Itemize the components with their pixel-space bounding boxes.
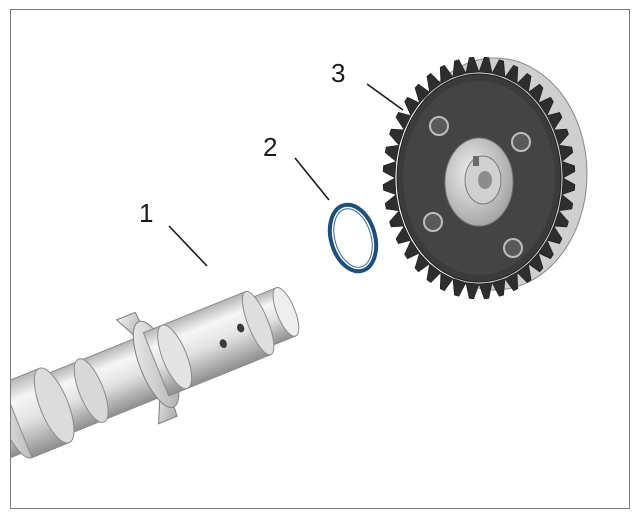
sprocket-tooth [527,252,544,273]
sprocket-tooth [491,278,506,297]
sprocket-tooth [452,59,467,78]
sprocket-teeth [382,56,576,300]
sprocket-tooth [395,112,412,131]
seal-ring [327,202,379,274]
sprocket-tooth [426,73,442,93]
camshaft [11,287,300,470]
sprocket-tooth [537,96,554,117]
leader-lines [168,83,404,267]
sprocket-tooth [414,252,431,273]
figure-frame: 1 2 3 [10,9,630,509]
sprocket-tooth [465,282,480,300]
callout-2: 2 [263,132,277,162]
leader-line-2 [294,157,330,201]
sprocket-tooth [382,160,397,179]
leader-line-3 [366,83,404,111]
sprocket-tooth [553,128,569,146]
sprocket-tooth [527,83,544,104]
leader-line-1 [168,225,208,267]
sprocket-tooth [561,177,576,196]
sprocket-tooth [491,59,506,78]
sprocket-tooth [558,144,574,162]
sprocket-tooth [389,210,405,228]
sprocket-tooth [404,96,421,117]
sprocket-tooth [558,194,574,212]
sprocket-tooth [546,112,563,131]
sprocket-tooth [478,56,493,74]
sprocket [382,56,588,300]
sprocket-tooth [404,239,421,260]
sprocket-tooth [504,271,519,292]
sprocket-tooth [516,73,532,93]
callout-1: 1 [139,198,153,228]
callout-3: 3 [331,58,345,88]
exploded-view-diagram: 1 2 3 [11,56,588,470]
sprocket-tooth [452,278,467,297]
sprocket-tooth [414,83,431,104]
sprocket-tooth [516,263,532,283]
sprocket-tooth [426,263,442,283]
sprocket-tooth [478,282,493,300]
sprocket-tooth [389,128,405,146]
sprocket-tooth [537,239,554,260]
sprocket-tooth [384,144,400,162]
sprocket-tooth [439,64,454,85]
sprocket-tooth [395,225,412,244]
sprocket-tooth [384,194,400,212]
sprocket-tooth [561,160,576,179]
sprocket-tooth [382,177,397,196]
sprocket-tooth [465,56,480,74]
sprocket-bolts [423,116,531,258]
sprocket-tooth [439,271,454,292]
sprocket-tooth [504,64,519,85]
sprocket-tooth [546,225,563,244]
sprocket-tooth [553,210,569,228]
